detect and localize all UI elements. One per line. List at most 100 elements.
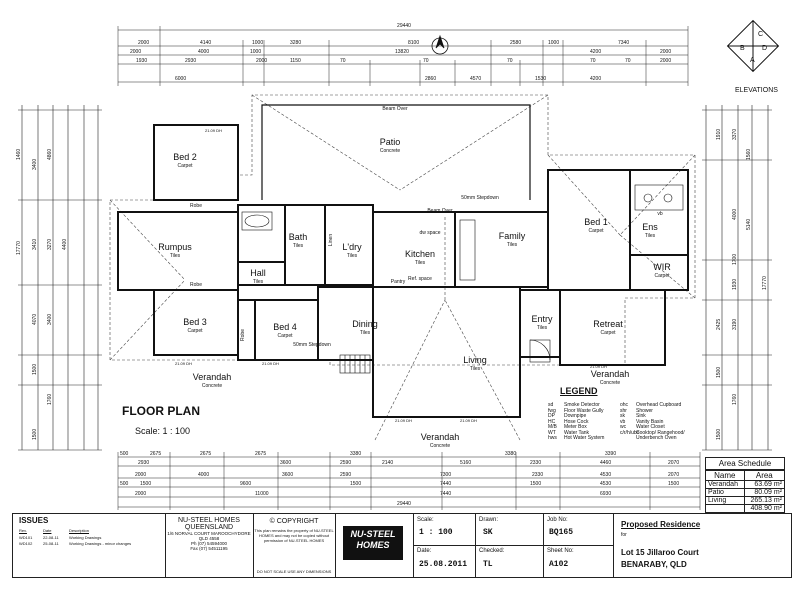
room-dining-floor: Tiles bbox=[360, 330, 371, 336]
issue-desc: Working Drawings bbox=[69, 535, 102, 540]
dim-top3-3: 2000 bbox=[256, 58, 267, 64]
room-retreat-floor: Carpet bbox=[600, 330, 616, 336]
area-header-name: Name bbox=[705, 470, 745, 481]
room-ldry: L'dry bbox=[342, 242, 362, 252]
window-tag-1: 21.09 DH bbox=[175, 361, 192, 366]
dim-left-3: 4860 bbox=[47, 149, 53, 160]
room-family: Family bbox=[499, 231, 526, 241]
area-schedule-title: Area Schedule bbox=[705, 457, 785, 470]
room-entry: Entry bbox=[531, 314, 553, 324]
issues-panel: ISSUES Rev. Date Description WD101 22-08… bbox=[13, 514, 166, 577]
dim-right-6: 1700 bbox=[732, 254, 738, 265]
issue-rev: WD102 bbox=[19, 541, 33, 546]
area-row-value: 63.69 m² bbox=[743, 480, 786, 489]
dim-right-10: 3190 bbox=[732, 319, 738, 330]
dim-right-1: 1910 bbox=[716, 129, 722, 140]
dim-right-13: 1500 bbox=[716, 429, 722, 440]
dim-bottom3-1: 2000 bbox=[135, 472, 146, 478]
room-living-floor: Tiles bbox=[470, 366, 481, 372]
area-total-spacer bbox=[705, 504, 745, 513]
scale-label: Scale: bbox=[417, 517, 434, 523]
issue-date: 25-08-11 bbox=[43, 541, 59, 546]
dim-top3-4: 1150 bbox=[290, 58, 301, 64]
dim-left-8: 4070 bbox=[32, 314, 38, 325]
sheet-label: Sheet No: bbox=[547, 548, 574, 554]
dim-right-12: 1760 bbox=[732, 394, 738, 405]
room-hall: Hall bbox=[250, 268, 266, 278]
dim-right-4: 4000 bbox=[732, 209, 738, 220]
compass-label-d: D bbox=[762, 45, 767, 52]
dim-bottom3-2: 4000 bbox=[198, 472, 209, 478]
dim-overall-top: 29440 bbox=[397, 23, 411, 29]
dim-bottom-5: 3380 bbox=[350, 451, 361, 457]
dim-top3-9: 70 bbox=[625, 58, 631, 64]
dim-bottom-4: 2675 bbox=[255, 451, 266, 457]
issues-header-rev: Rev. bbox=[19, 528, 27, 533]
dim-bottom-7: 3390 bbox=[605, 451, 616, 457]
issues-header-date: Date bbox=[43, 528, 52, 533]
dim-bottom2-6: 2330 bbox=[530, 460, 541, 466]
room-verandah-left-floor: Concrete bbox=[202, 383, 223, 389]
area-row-name: Living bbox=[705, 496, 745, 505]
dim-bottom-6: 3380 bbox=[505, 451, 516, 457]
dim-top3-8: 70 bbox=[590, 58, 596, 64]
room-kitchen-floor: Tiles bbox=[415, 260, 426, 266]
issue-date: 22-08-11 bbox=[43, 535, 59, 540]
legend-title: LEGEND bbox=[560, 386, 598, 396]
dim-bottom4-4: 1500 bbox=[350, 481, 361, 487]
dim-bottom5-1: 2000 bbox=[135, 491, 146, 497]
dim-bottom2-5: 5160 bbox=[460, 460, 471, 466]
issue-rev: WD101 bbox=[19, 535, 33, 540]
area-row-name: Patio bbox=[705, 488, 745, 497]
room-bed1-floor: Carpet bbox=[588, 228, 604, 234]
robe-label-1: Robe bbox=[190, 203, 202, 209]
title-block: ISSUES Rev. Date Description WD101 22-08… bbox=[12, 513, 792, 578]
room-entry-floor: Tiles bbox=[537, 325, 548, 331]
dim-right-3: 1560 bbox=[746, 149, 752, 160]
dim-bottom2-8: 2070 bbox=[668, 460, 679, 466]
copyright-note: DO NOT SCALE USE ANY DIMENSIONS bbox=[256, 569, 332, 574]
dim-top4-1: 6000 bbox=[175, 76, 186, 82]
room-hall-floor: Tiles bbox=[253, 279, 264, 285]
project-panel: Proposed Residence for Lot 15 Jillaroo C… bbox=[613, 514, 791, 577]
dim-left-12: 1500 bbox=[32, 429, 38, 440]
issues-title: ISSUES bbox=[19, 516, 49, 525]
dw-label: dw space bbox=[419, 230, 440, 236]
robe-label-2: Robe bbox=[190, 282, 202, 288]
room-verandah-right-floor: Concrete bbox=[600, 380, 621, 386]
room-kitchen: Kitchen bbox=[405, 249, 435, 259]
stepdown-bottom: 50mm Stepdown bbox=[293, 342, 331, 348]
window-tag-6: 21.09 DH bbox=[205, 128, 222, 133]
window-tag-4: 21.09 DH bbox=[460, 418, 477, 423]
room-bath-floor: Tiles bbox=[293, 243, 304, 249]
dim-bottom2-3: 2590 bbox=[340, 460, 351, 466]
copyright-title: © COPYRIGHT bbox=[269, 518, 319, 525]
checked-value: TL bbox=[483, 560, 493, 569]
room-patio-floor: Concrete bbox=[380, 148, 401, 154]
plan-title: FLOOR PLAN bbox=[122, 404, 200, 418]
window-tag-3: 21.09 DH bbox=[395, 418, 412, 423]
room-verandah-right: Verandah bbox=[591, 369, 630, 379]
dim-bottom5-4: 6930 bbox=[600, 491, 611, 497]
fridge-label: Ref. space bbox=[408, 276, 432, 282]
dim-left-10: 1500 bbox=[32, 364, 38, 375]
area-total: 408.90 m² bbox=[743, 504, 786, 513]
area-schedule-table: Name Area Verandah 63.69 m² Patio 80.09 … bbox=[705, 470, 786, 513]
room-ens: Ens bbox=[642, 222, 658, 232]
sheet-value: A102 bbox=[549, 560, 569, 569]
dim-bottom2-7: 4460 bbox=[600, 460, 611, 466]
issues-header-desc: Description bbox=[69, 528, 90, 533]
room-bed2: Bed 2 bbox=[173, 152, 197, 162]
dim-left-2: 3400 bbox=[32, 159, 38, 170]
plan-scale: Scale: 1 : 100 bbox=[135, 426, 191, 436]
room-bed4: Bed 4 bbox=[273, 322, 297, 332]
copyright-panel: © COPYRIGHT This plan remains the proper… bbox=[253, 514, 336, 577]
room-bed3-floor: Carpet bbox=[187, 328, 203, 334]
dim-top4-5: 4200 bbox=[590, 76, 601, 82]
dim-bottom4-1: 500 bbox=[120, 481, 129, 487]
room-wir-floor: Carpet bbox=[654, 273, 670, 279]
